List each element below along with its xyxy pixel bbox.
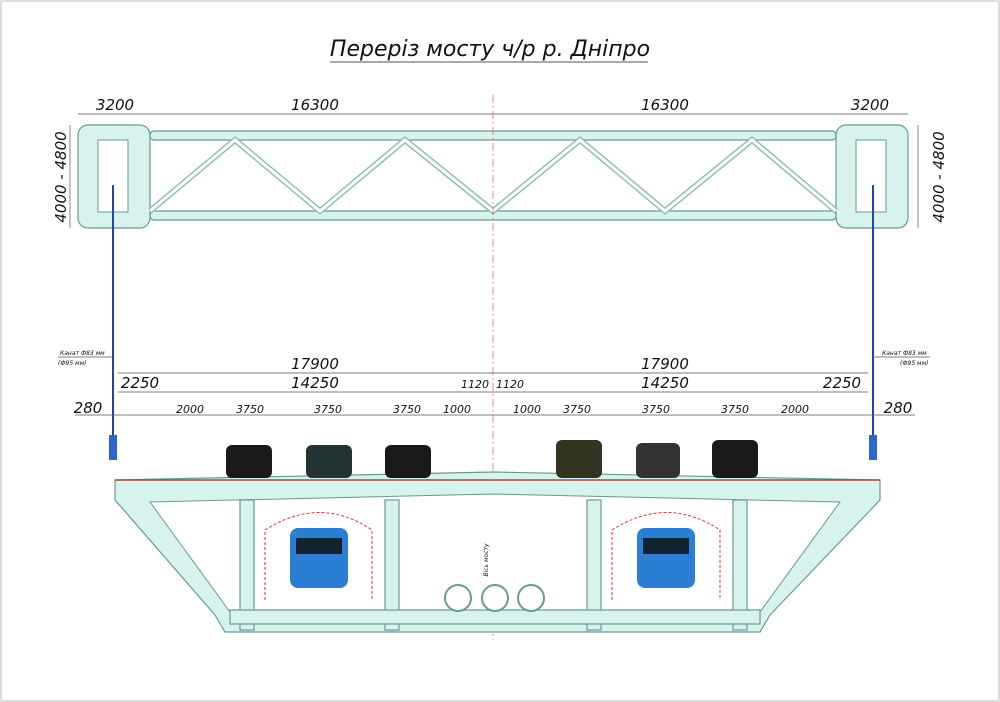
svg-text:17900: 17900 bbox=[291, 355, 339, 373]
car bbox=[712, 440, 758, 478]
svg-text:2250: 2250 bbox=[823, 374, 861, 392]
svg-text:17900: 17900 bbox=[641, 355, 689, 373]
svg-text:1000: 1000 bbox=[513, 403, 541, 416]
svg-text:3750: 3750 bbox=[721, 403, 749, 416]
cable-alt-label-right: (Ф95 мм) bbox=[900, 360, 928, 367]
cable-label-right: Канат Ф83 мм bbox=[882, 350, 927, 357]
car bbox=[385, 445, 431, 478]
svg-text:14250: 14250 bbox=[641, 374, 689, 392]
svg-text:1120: 1120 bbox=[496, 378, 524, 391]
dim-left-block: 3200 bbox=[96, 96, 134, 114]
svg-text:280: 280 bbox=[884, 399, 913, 417]
suspension-cables bbox=[109, 185, 877, 460]
car bbox=[556, 440, 602, 478]
cars bbox=[226, 440, 758, 478]
metro-trains bbox=[264, 512, 721, 600]
metro-train-right bbox=[637, 528, 695, 588]
cable-label-left: Канат Ф83 мм bbox=[60, 350, 105, 357]
dim-height-right: 4000 - 4800 bbox=[930, 131, 948, 222]
svg-text:3750: 3750 bbox=[642, 403, 670, 416]
svg-text:3750: 3750 bbox=[393, 403, 421, 416]
dim-left-span: 16300 bbox=[291, 96, 339, 114]
svg-text:3750: 3750 bbox=[236, 403, 264, 416]
car bbox=[226, 445, 272, 478]
car bbox=[636, 443, 680, 478]
deck-dimensions: 17900 17900 2250 14250 1120 1120 14250 2… bbox=[74, 355, 915, 417]
svg-text:1120: 1120 bbox=[461, 378, 489, 391]
dim-right-block: 3200 bbox=[851, 96, 889, 114]
bridge-axis-label: Вісь мосту bbox=[483, 543, 490, 577]
cable-alt-label-left: (Ф95 мм) bbox=[58, 360, 86, 367]
dim-height-left: 4000 - 4800 bbox=[52, 131, 70, 222]
car bbox=[306, 445, 352, 478]
svg-text:2000: 2000 bbox=[176, 403, 204, 416]
top-dimension-line: 3200 16300 16300 3200 4000 - 4800 4000 -… bbox=[52, 96, 948, 228]
svg-text:280: 280 bbox=[74, 399, 103, 417]
svg-text:14250: 14250 bbox=[291, 374, 339, 392]
drawing-title: Переріз мосту ч/р р. Дніпро bbox=[330, 37, 650, 62]
metro-train-left bbox=[290, 528, 348, 588]
svg-text:3750: 3750 bbox=[563, 403, 591, 416]
svg-text:3750: 3750 bbox=[314, 403, 342, 416]
dim-right-span: 16300 bbox=[641, 96, 689, 114]
svg-text:1000: 1000 bbox=[443, 403, 471, 416]
utility-pipes bbox=[444, 584, 545, 612]
svg-text:2000: 2000 bbox=[781, 403, 809, 416]
svg-text:2250: 2250 bbox=[121, 374, 159, 392]
